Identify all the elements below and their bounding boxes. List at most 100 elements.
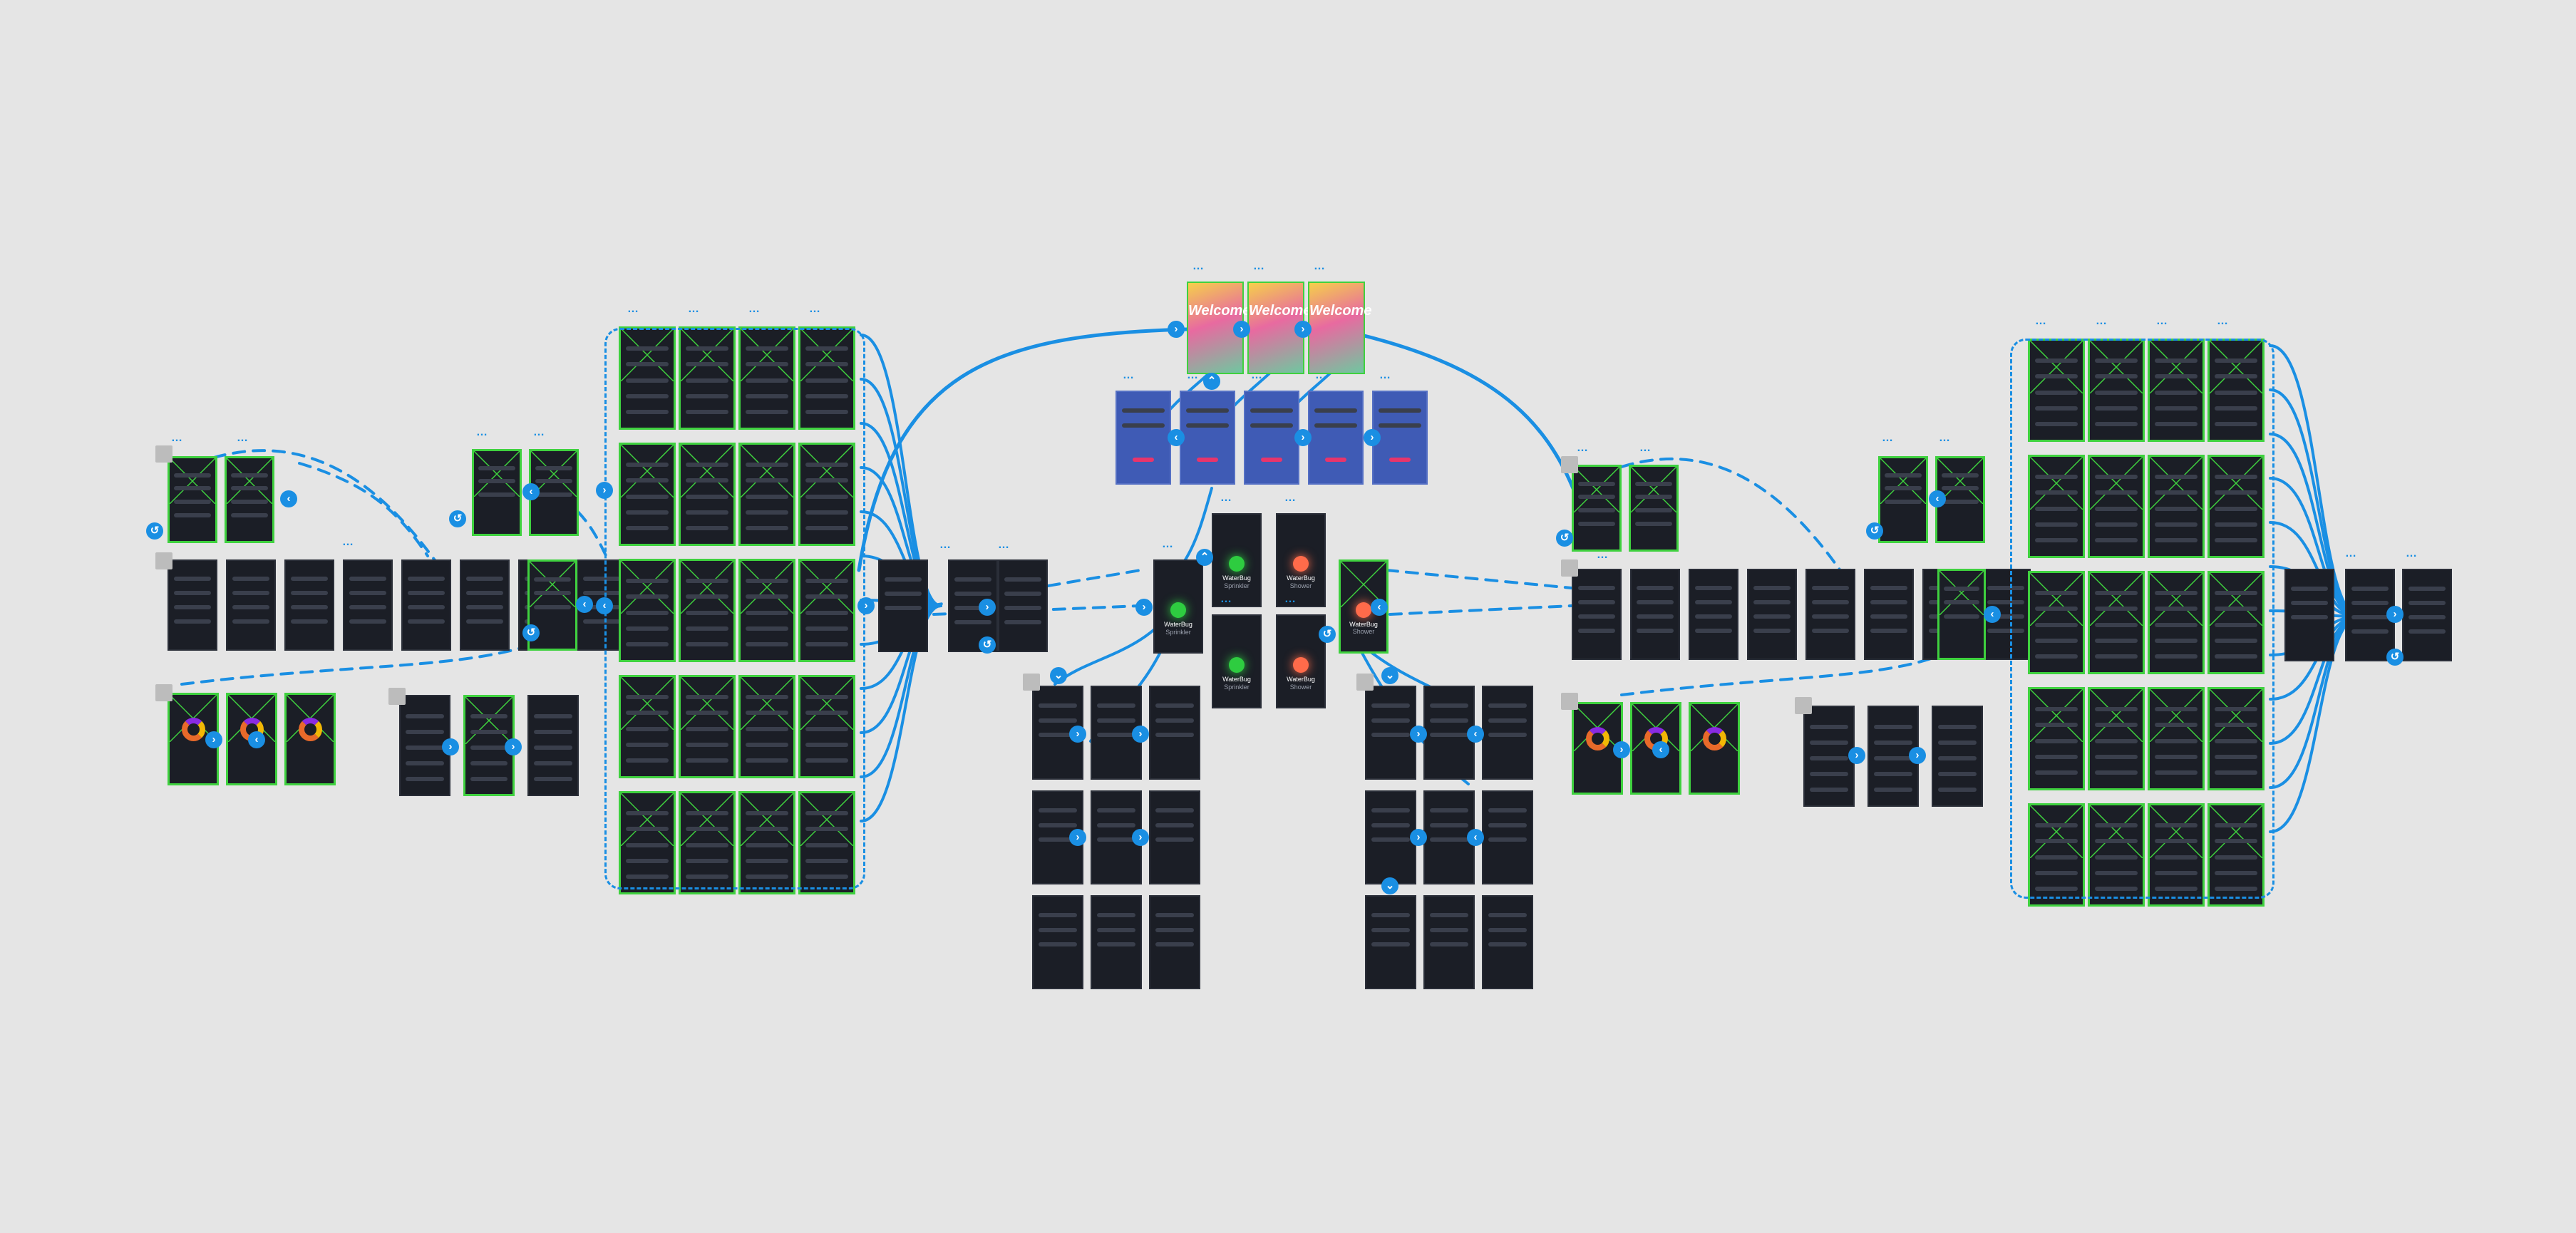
back-arrow-icon[interactable]: ↺ <box>449 510 466 527</box>
signup-screen[interactable] <box>1180 391 1235 485</box>
welcome-screen[interactable]: Welcome <box>1308 282 1371 374</box>
screen-thumbnail[interactable] <box>1981 569 2031 660</box>
screen-thumbnail[interactable] <box>738 675 795 778</box>
chevron-right-icon[interactable]: › <box>1069 829 1086 846</box>
screen-thumbnail[interactable] <box>1091 895 1142 989</box>
more-options-icon[interactable]: … <box>1639 442 1652 454</box>
screen-thumbnail[interactable] <box>1149 686 1200 780</box>
screen-thumbnail[interactable] <box>1149 790 1200 884</box>
more-options-icon[interactable]: … <box>1284 593 1297 605</box>
screen-thumbnail[interactable] <box>343 559 393 651</box>
screen-thumbnail[interactable] <box>738 443 795 546</box>
chevron-right-icon[interactable]: › <box>1613 741 1630 758</box>
screen-thumbnail[interactable] <box>1864 569 1914 660</box>
screen-thumbnail[interactable] <box>798 675 855 778</box>
screen-thumbnail[interactable] <box>1630 569 1680 660</box>
screen-thumbnail[interactable] <box>284 559 334 651</box>
screen-thumbnail[interactable] <box>738 326 795 430</box>
screen-thumbnail[interactable] <box>2207 571 2265 674</box>
screen-thumbnail[interactable] <box>2148 571 2205 674</box>
screen-thumbnail[interactable] <box>1572 465 1622 552</box>
more-options-icon[interactable]: … <box>939 539 952 551</box>
more-options-icon[interactable]: … <box>1597 549 1609 561</box>
more-options-icon[interactable]: … <box>2406 547 2418 559</box>
more-options-icon[interactable]: … <box>1220 492 1232 504</box>
screen-thumbnail[interactable] <box>2088 455 2145 558</box>
screen-thumbnail[interactable] <box>1803 706 1855 807</box>
chevron-left-icon[interactable]: ‹ <box>1467 726 1484 743</box>
more-options-icon[interactable]: … <box>476 426 488 438</box>
screen-thumbnail[interactable] <box>2088 687 2145 790</box>
more-options-icon[interactable]: … <box>342 536 354 548</box>
screen-thumbnail[interactable] <box>2088 803 2145 907</box>
screen-thumbnail[interactable] <box>2028 571 2085 674</box>
screen-thumbnail[interactable] <box>619 443 676 546</box>
chevron-right-icon[interactable]: › <box>1410 726 1427 743</box>
screen-thumbnail[interactable] <box>1747 569 1797 660</box>
chevron-left-icon[interactable]: ‹ <box>280 490 297 507</box>
screen-thumbnail[interactable] <box>1091 790 1142 884</box>
chevron-right-icon[interactable]: › <box>1909 747 1926 764</box>
chevron-right-icon[interactable]: › <box>979 599 996 616</box>
signup-screen[interactable] <box>1116 391 1171 485</box>
chevron-down-icon[interactable]: ⌄ <box>1381 877 1398 894</box>
chevron-left-icon[interactable]: ‹ <box>248 731 265 748</box>
chevron-down-icon[interactable]: ⌄ <box>1050 667 1067 684</box>
more-options-icon[interactable]: … <box>2035 315 2047 327</box>
screen-thumbnail[interactable] <box>2207 455 2265 558</box>
screen-thumbnail[interactable] <box>1482 790 1533 884</box>
chevron-left-icon[interactable]: ‹ <box>1467 829 1484 846</box>
screen-thumbnail[interactable] <box>1423 895 1475 989</box>
screen-thumbnail[interactable] <box>679 675 736 778</box>
screen-thumbnail[interactable] <box>1937 569 1986 660</box>
more-options-icon[interactable]: … <box>627 303 639 315</box>
screen-thumbnail[interactable] <box>2148 455 2205 558</box>
screen-thumbnail[interactable] <box>798 559 855 662</box>
chevron-right-icon[interactable]: › <box>1848 747 1865 764</box>
more-options-icon[interactable]: … <box>171 432 183 444</box>
more-options-icon[interactable]: … <box>237 432 249 444</box>
screen-thumbnail[interactable] <box>878 559 928 652</box>
more-options-icon[interactable]: … <box>533 426 545 438</box>
back-arrow-icon[interactable]: ↺ <box>146 522 163 540</box>
screen-thumbnail[interactable] <box>2284 569 2334 661</box>
screen-thumbnail[interactable] <box>619 559 676 662</box>
chevron-left-icon[interactable]: ‹ <box>1371 599 1388 616</box>
screen-thumbnail[interactable] <box>1805 569 1855 660</box>
chevron-right-icon[interactable]: › <box>1168 321 1185 338</box>
screen-thumbnail[interactable] <box>460 559 510 651</box>
screen-thumbnail[interactable] <box>527 695 579 796</box>
more-options-icon[interactable]: … <box>748 303 761 315</box>
screen-thumbnail[interactable] <box>2088 339 2145 442</box>
more-options-icon[interactable]: … <box>1220 593 1232 605</box>
screen-thumbnail[interactable] <box>738 791 795 894</box>
screen-thumbnail[interactable] <box>472 449 522 536</box>
more-options-icon[interactable]: … <box>2096 315 2108 327</box>
chevron-left-icon[interactable]: ‹ <box>1168 429 1185 446</box>
chevron-right-icon[interactable]: › <box>1132 726 1149 743</box>
screen-thumbnail[interactable] <box>619 675 676 778</box>
screen-thumbnail[interactable] <box>1689 702 1740 795</box>
chevron-up-icon[interactable]: ⌃ <box>1203 373 1220 390</box>
screen-thumbnail[interactable] <box>998 559 1048 652</box>
chevron-left-icon[interactable]: ‹ <box>1652 741 1669 758</box>
screen-thumbnail[interactable] <box>1365 895 1416 989</box>
screen-thumbnail[interactable] <box>619 791 676 894</box>
back-arrow-icon[interactable]: ↺ <box>1319 626 1336 643</box>
chevron-right-icon[interactable]: › <box>1233 321 1250 338</box>
screen-thumbnail[interactable] <box>1932 706 1983 807</box>
chevron-right-icon[interactable]: › <box>1364 429 1381 446</box>
chevron-up-icon[interactable]: ⌃ <box>1196 549 1213 566</box>
chevron-right-icon[interactable]: › <box>1135 599 1153 616</box>
screen-thumbnail[interactable] <box>798 443 855 546</box>
more-options-icon[interactable]: … <box>1192 260 1205 272</box>
more-options-icon[interactable]: … <box>688 303 700 315</box>
more-options-icon[interactable]: … <box>1315 369 1327 381</box>
more-options-icon[interactable]: … <box>1187 369 1199 381</box>
screen-thumbnail[interactable] <box>2148 339 2205 442</box>
